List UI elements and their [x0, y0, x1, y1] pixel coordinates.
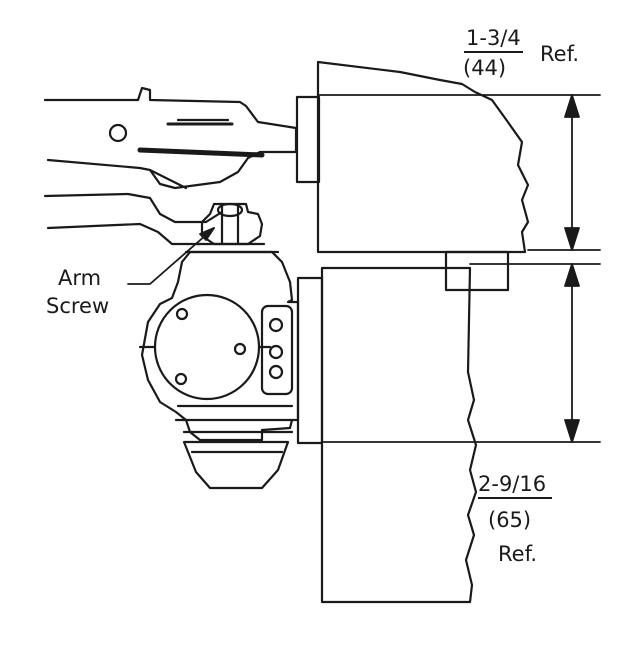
upper-arm — [43, 86, 298, 190]
dimension-upper — [317, 94, 601, 251]
lower-dimension-imperial: 2-9/16 — [478, 472, 553, 499]
dimension-lower — [321, 263, 601, 443]
arm-screw-label-line2: Screw — [46, 294, 110, 318]
arm-screw — [184, 202, 280, 254]
upper-dimension-imperial: 1-3/4 — [464, 26, 523, 53]
arm-screw-leader — [127, 227, 215, 285]
lower-block — [296, 250, 510, 604]
arm-screw-label-line1: Arm — [58, 266, 102, 290]
upper-block — [295, 60, 530, 254]
lower-dimension-ref: Ref. — [498, 542, 538, 566]
upper-dimension-metric: (44) — [463, 56, 507, 80]
lower-arm — [43, 192, 224, 246]
lower-dimension-metric: (65) — [488, 508, 532, 532]
upper-dimension-label: 1-3/4 — [464, 26, 523, 53]
upper-dimension-ref: Ref. — [540, 42, 580, 66]
clamp-head — [138, 250, 300, 490]
